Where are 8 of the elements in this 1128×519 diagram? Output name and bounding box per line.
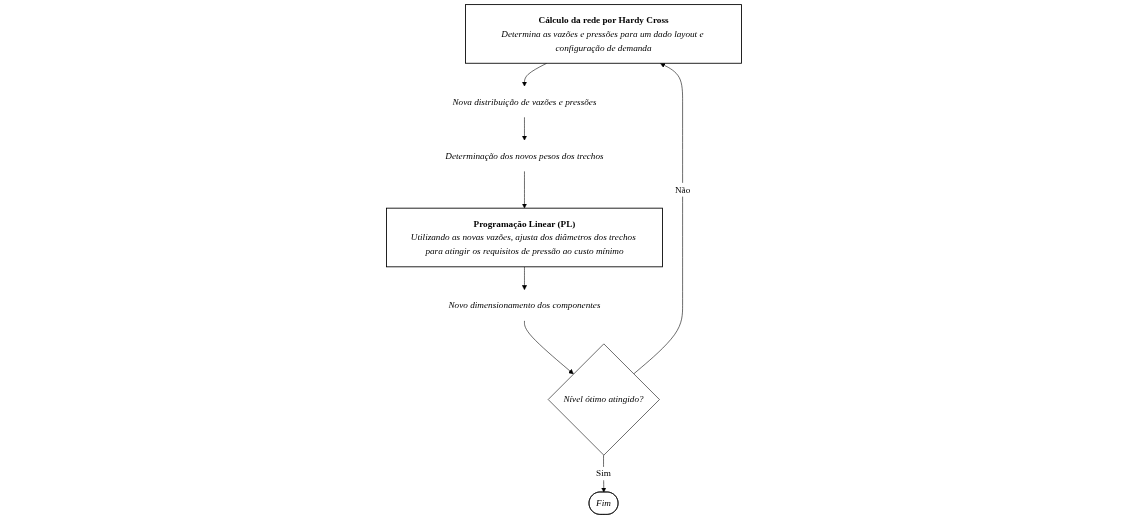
node-text: Novo dimensionamento dos componentes (448, 300, 601, 310)
edge-label: Sim (596, 468, 611, 479)
node-box: Cálculo da rede por Hardy Cross Determina as vazões e pressões para um dado layout e configuração de demanda (465, 4, 742, 64)
node-text: Determinação dos novos pesos dos trechos (445, 150, 604, 161)
node-box: Programação Linear (PL) Utilizando as novas vazões, ajusta dos diâmetros dos trechos para atingir os requisitos de pressão ao custo mínimo (386, 207, 663, 268)
node-diamond: Nível ótimo atingido? (547, 343, 660, 456)
edge-label: Não (674, 184, 691, 195)
node-text: Nova distribuição de vazões e pressões (452, 96, 597, 107)
